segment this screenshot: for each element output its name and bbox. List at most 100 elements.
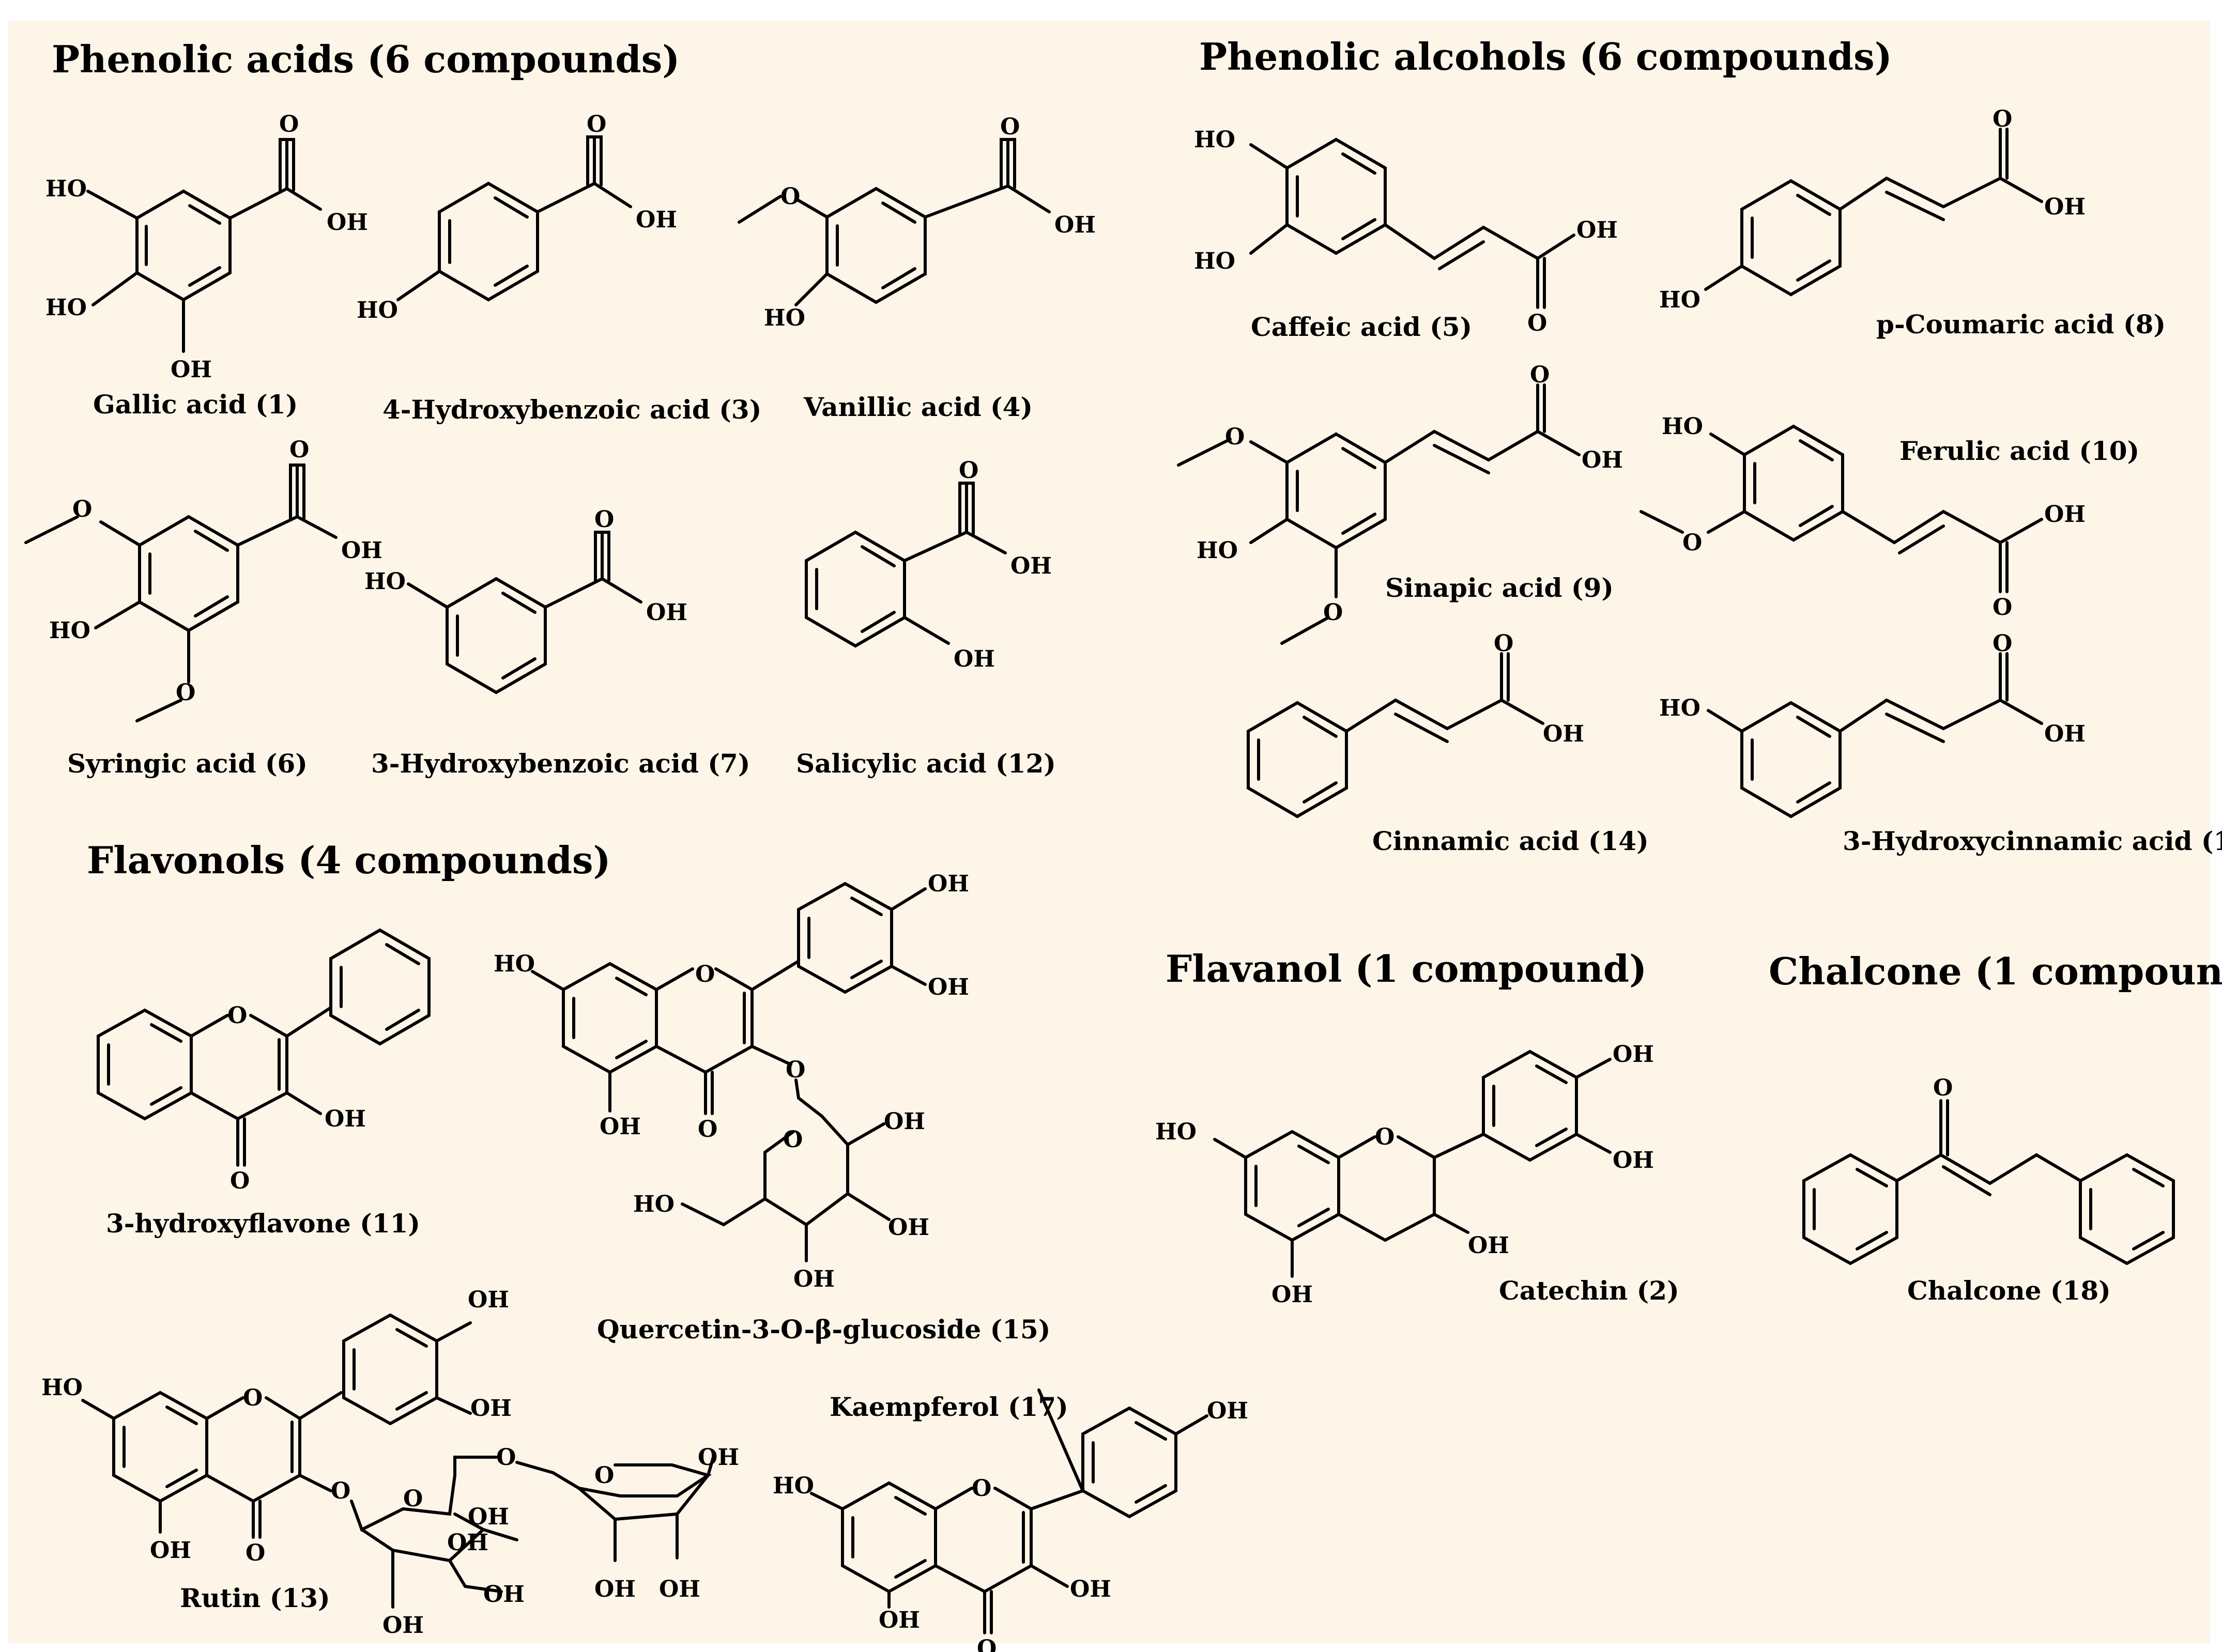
svg-text:OH: OH — [954, 646, 995, 672]
label-cinnamic-acid: Cinnamic acid (14) — [1372, 826, 1649, 856]
svg-text:OH: OH — [1010, 553, 1052, 579]
label-3-hydroxybenzoic-acid: 3-Hydroxybenzoic acid (7) — [371, 748, 750, 779]
structure-quercetin-3-o-glucoside: OH OH HO O O OH O O OH HO OH OH — [494, 871, 969, 1292]
structure-catechin: OH OH HO O OH OH — [1155, 1041, 1654, 1308]
svg-text:O: O — [972, 1475, 991, 1502]
label-p-coumaric-acid: p-Coumaric acid (8) — [1876, 309, 2166, 339]
svg-text:OH: OH — [447, 1530, 488, 1556]
label-kaempferol: Kaempferol (17) — [830, 1392, 1068, 1422]
svg-text:OH: OH — [150, 1537, 191, 1564]
svg-text:O: O — [695, 961, 715, 987]
svg-text:OH: OH — [468, 1504, 509, 1530]
svg-text:OH: OH — [1468, 1232, 1509, 1259]
svg-text:O: O — [1530, 362, 1550, 388]
label-ferulic-acid: Ferulic acid (10) — [1899, 436, 2139, 466]
label-vanillic-acid: Vanillic acid (4) — [803, 392, 1033, 422]
structure-3-hydroxybenzoic-acid: O OH HO — [364, 506, 687, 694]
svg-text:O: O — [1527, 310, 1547, 336]
svg-text:OH: OH — [1582, 447, 1623, 473]
structure-kaempferol: OH HO O OH O OH — [773, 1388, 1248, 1652]
svg-text:O: O — [977, 1635, 997, 1652]
svg-text:OH: OH — [171, 357, 212, 383]
svg-text:O: O — [1000, 114, 1020, 140]
svg-text:O: O — [176, 680, 195, 706]
structure-vanillic-acid: O O OH HO — [738, 114, 1096, 331]
svg-text:HO: HO — [1662, 413, 1703, 440]
svg-text:OH: OH — [793, 1266, 835, 1292]
svg-text:O: O — [289, 437, 309, 463]
svg-text:O: O — [243, 1385, 263, 1411]
section-title-flavanol: Flavanol (1 compound) — [1166, 947, 1647, 991]
structure-gallic-acid: O OH HO HO OH — [45, 111, 368, 383]
structure-3-hydroxyflavone: O OH O — [97, 928, 431, 1194]
svg-text:O: O — [1682, 530, 1702, 556]
svg-text:OH: OH — [2044, 501, 2086, 528]
svg-text:O: O — [587, 111, 606, 137]
svg-text:OH: OH — [2044, 194, 2086, 220]
svg-text:OH: OH — [327, 209, 368, 236]
structure-ferulic-acid: HO O OH O — [1639, 413, 2086, 621]
structure-caffeic-acid: HO HO OH O — [1194, 127, 1618, 336]
svg-text:O: O — [786, 1057, 805, 1083]
svg-text:OH: OH — [483, 1581, 525, 1608]
svg-text:HO: HO — [49, 617, 90, 644]
svg-text:OH: OH — [1070, 1576, 1111, 1602]
svg-text:OH: OH — [879, 1607, 920, 1633]
svg-text:O: O — [72, 496, 92, 522]
svg-text:OH: OH — [2044, 721, 2086, 747]
svg-text:OH: OH — [636, 207, 677, 233]
svg-text:OH: OH — [884, 1108, 925, 1135]
svg-text:OH: OH — [698, 1444, 739, 1471]
svg-text:O: O — [594, 506, 614, 533]
svg-text:OH: OH — [600, 1114, 641, 1140]
svg-text:OH: OH — [1054, 212, 1096, 238]
svg-text:HO: HO — [41, 1375, 83, 1401]
svg-text:HO: HO — [1194, 248, 1235, 274]
svg-text:HO: HO — [773, 1473, 814, 1499]
structure-cinnamic-acid: O OH — [1247, 630, 1584, 819]
svg-text:OH: OH — [1543, 721, 1584, 747]
svg-text:O: O — [594, 1462, 614, 1489]
svg-text:O: O — [1993, 594, 2012, 621]
svg-text:O: O — [496, 1444, 516, 1471]
svg-text:O: O — [230, 1168, 250, 1194]
section-title-flavonols: Flavonols (4 compounds) — [87, 838, 611, 882]
svg-text:OH: OH — [1207, 1398, 1248, 1424]
svg-text:HO: HO — [1659, 695, 1700, 721]
svg-text:OH: OH — [594, 1576, 636, 1602]
structure-sinapic-acid: O O OH HO O — [1177, 362, 1623, 645]
label-quercetin-3-o-glucoside: Quercetin-3-O-β-glucoside (15) — [597, 1314, 1050, 1345]
svg-text:O: O — [227, 1002, 247, 1029]
svg-text:HO: HO — [1155, 1119, 1197, 1145]
structure-p-coumaric-acid: O OH HO — [1659, 106, 2086, 313]
label-4-hydroxybenzoic-acid: 4-Hydroxybenzoic acid (3) — [382, 394, 761, 425]
label-syringic-acid: Syringic acid (6) — [67, 748, 308, 779]
svg-text:OH: OH — [1576, 217, 1618, 243]
svg-text:OH: OH — [382, 1612, 424, 1639]
label-catechin: Catechin (2) — [1499, 1275, 1679, 1306]
section-title-phenolic-acids: Phenolic acids (6 compounds) — [52, 37, 680, 81]
label-sinapic-acid: Sinapic acid (9) — [1385, 573, 1614, 603]
svg-text:OH: OH — [470, 1395, 512, 1422]
section-title-phenolic-alcohols: Phenolic alcohols (6 compounds) — [1199, 35, 1892, 79]
structure-rutin: OH OH HO O O OH O O O O OH OH OH OH OH O… — [41, 1287, 739, 1639]
figure-panel — [8, 21, 2210, 1643]
svg-text:HO: HO — [45, 295, 87, 321]
svg-text:O: O — [783, 1126, 803, 1153]
structure-4-hydroxybenzoic-acid: O OH HO — [357, 111, 677, 323]
svg-text:OH: OH — [1613, 1041, 1654, 1068]
svg-text:HO: HO — [45, 176, 87, 202]
svg-text:O: O — [1993, 106, 2012, 132]
svg-text:OH: OH — [928, 974, 969, 1000]
label-caffeic-acid: Caffeic acid (5) — [1251, 312, 1472, 342]
label-salicylic-acid: Salicylic acid (12) — [796, 748, 1056, 779]
svg-text:OH: OH — [341, 537, 382, 564]
svg-text:HO: HO — [1197, 537, 1238, 564]
svg-text:O: O — [1933, 1075, 1953, 1101]
svg-text:O: O — [279, 111, 299, 137]
structure-chalcone: O — [1802, 1075, 2175, 1265]
svg-text:O: O — [1494, 630, 1513, 657]
svg-text:OH: OH — [888, 1214, 929, 1241]
svg-text:HO: HO — [357, 297, 398, 323]
